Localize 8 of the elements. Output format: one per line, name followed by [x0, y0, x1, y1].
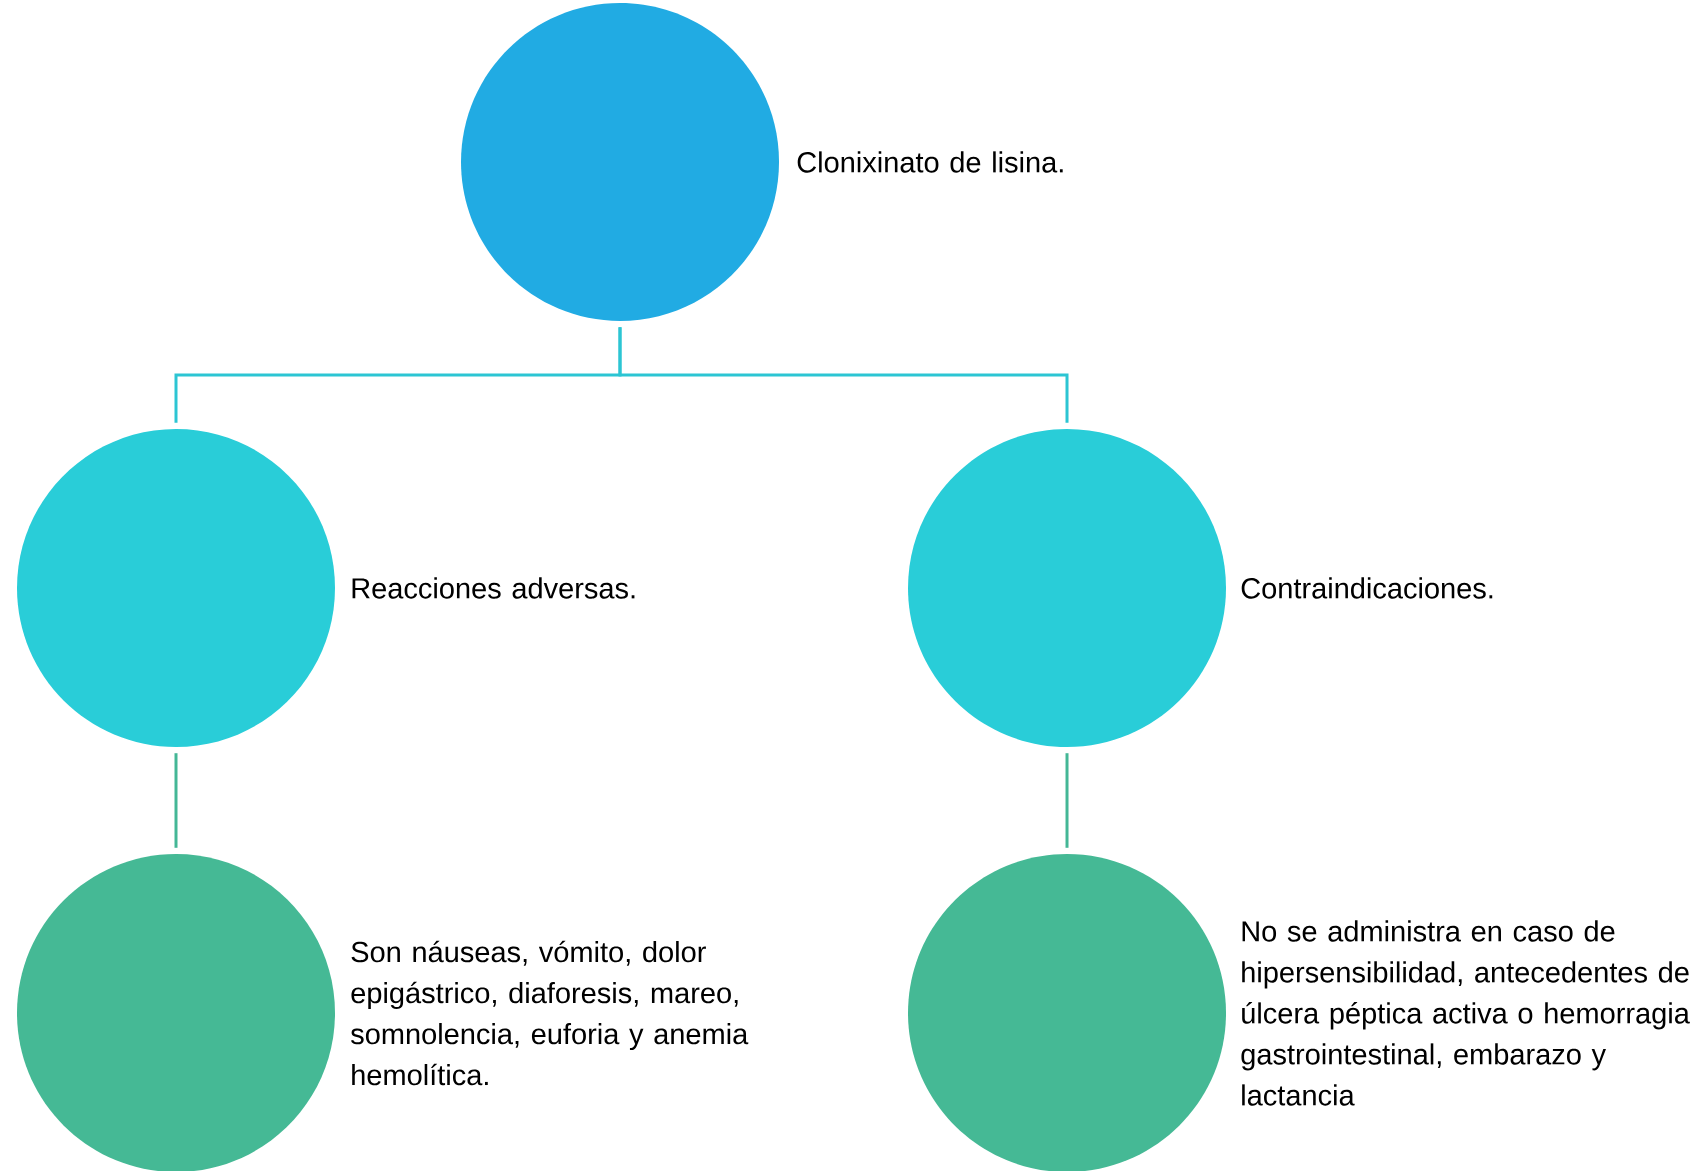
- caption-text: Reacciones adversas.: [352, 577, 635, 599]
- caption-text: Clonixinato de lisina.: [797, 151, 1063, 173]
- connector-line: [1065, 753, 1069, 848]
- caption-text: Son náuseas, vómito, dolor epigástrico, diaforesis, mareo, somnolencia, euforia y anemia hemolítica.: [351, 940, 749, 1086]
- connector-line: [174, 753, 178, 848]
- connector-line: [618, 327, 1069, 423]
- caption-text: No se administra en caso de hipersensibilidad, antecedentes de úlcera péptica activa o hemorragia gastrointestinal, embarazo y lactancia: [1241, 920, 1690, 1106]
- caption-text: Contraindicaciones.: [1241, 577, 1493, 599]
